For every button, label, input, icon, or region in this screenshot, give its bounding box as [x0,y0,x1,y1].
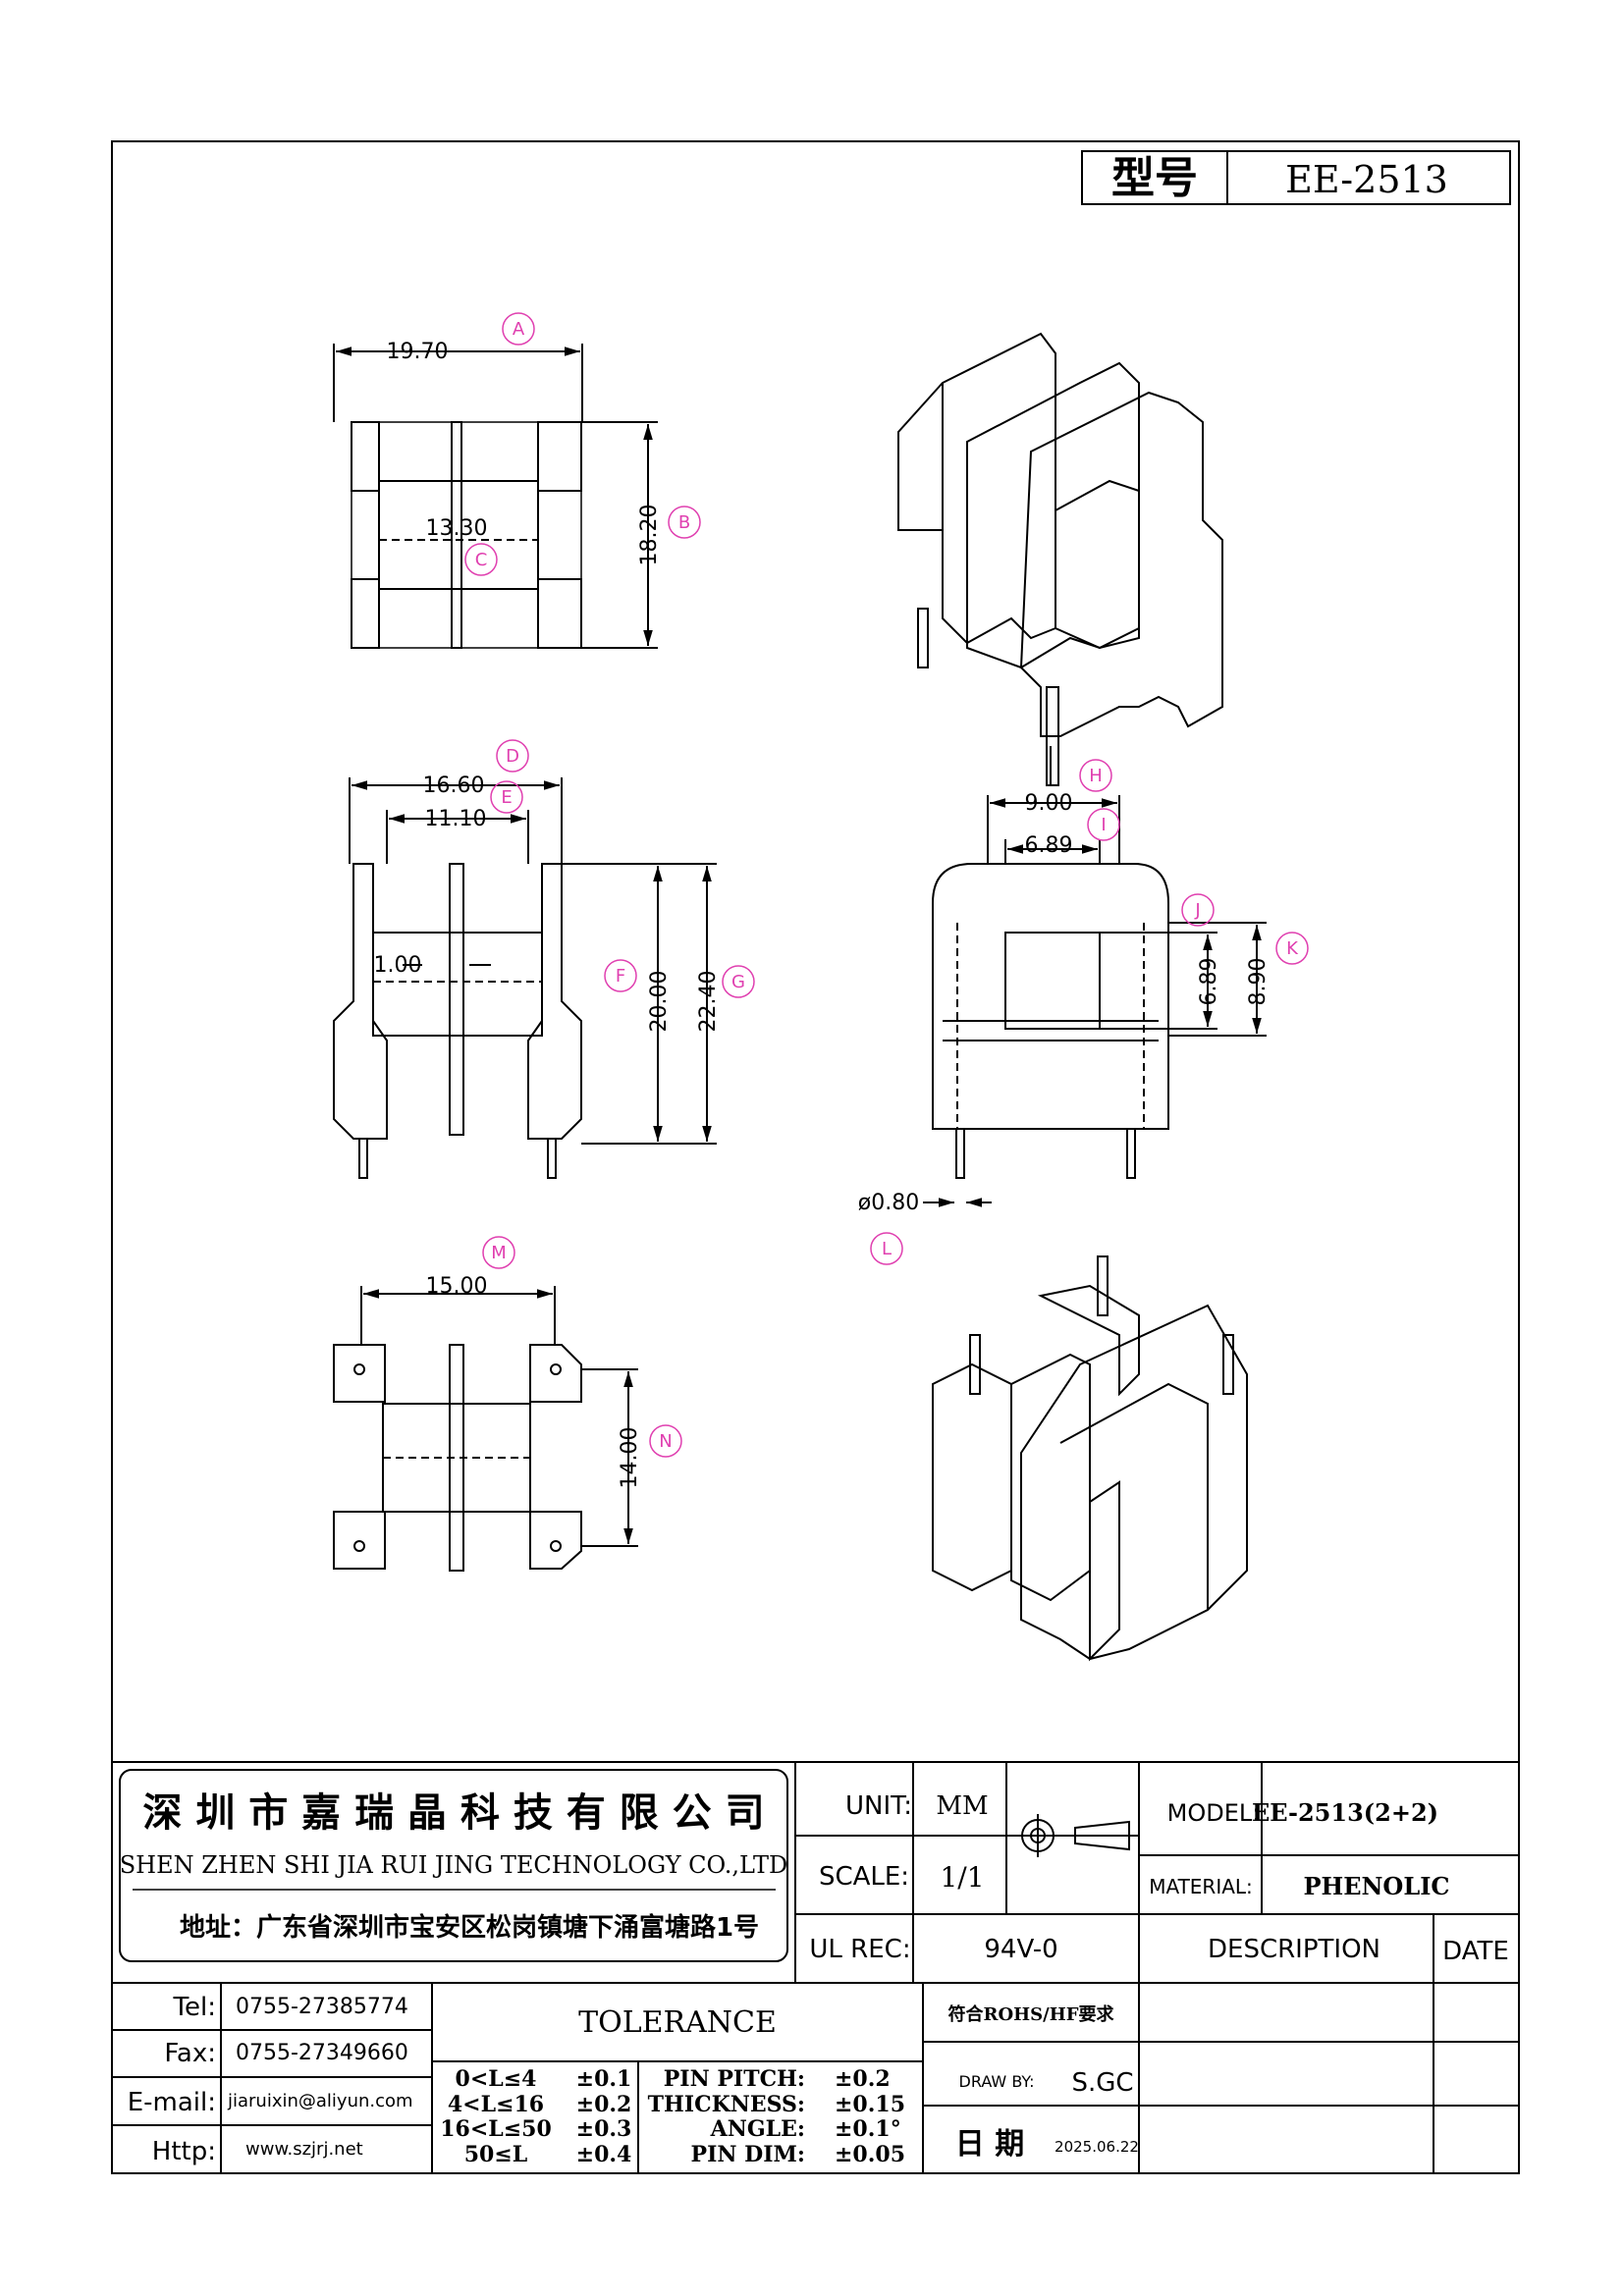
callout-K: K [1286,938,1299,959]
dim-H: 9.00 [1025,791,1073,816]
dim-J: 6.89 [1197,958,1221,1006]
tol-value-4: ±0.4 [576,2142,632,2167]
dim-B: 18.20 [637,505,662,566]
callout-M: M [491,1243,507,1263]
tol-range-2: 4<L≤16 [448,2092,544,2117]
material-label: MATERIAL: [1149,1875,1253,1898]
dimension-labels: 19.70 18.20 13.30 16.60 11.10 1.00 20.00… [374,340,1271,1488]
rohs-note: 符合ROHS/HF要求 [947,2003,1114,2025]
scale-value: 1/1 [940,1861,984,1894]
http-label: Http: [152,2137,216,2166]
title-block [112,1761,1519,2173]
side-view [923,795,1267,1207]
unit-label: UNIT: [845,1791,912,1821]
dim-C: 13.30 [426,516,488,541]
callout-J: J [1194,900,1200,921]
callouts: A B C D E F G H I J K L M N [464,312,1309,1458]
tel-label: Tel: [173,1993,216,2022]
model-value-2: EE-2513(2+2) [1252,1798,1438,1827]
email-value: jiaruixin@aliyun.com [227,2091,413,2111]
draw-by-value: S.GC [1071,2068,1133,2098]
angle-label: ANGLE: [710,2116,805,2142]
dim-I: 6.89 [1025,833,1073,858]
callout-F: F [616,966,625,987]
scale-label: SCALE: [819,1862,909,1892]
model-value: EE-2513 [1285,158,1448,201]
dim-E: 11.10 [425,807,487,831]
thickness-label: THICKNESS: [648,2092,805,2117]
callout-I: I [1101,815,1106,835]
callout-N: N [659,1431,672,1452]
angle-value: ±0.1° [835,2116,901,2142]
date-cn-label: 日 期 [955,2127,1024,2162]
model-box: 型号 EE-2513 [1081,150,1511,205]
pin-pitch-value: ±0.2 [835,2066,891,2092]
dim-D-small: 1.00 [374,953,422,978]
dim-F: 20.00 [647,971,672,1033]
isometric-view-bottom [932,1255,1248,1662]
model-label-2: MODEL: [1167,1799,1261,1827]
callout-L: L [882,1239,892,1259]
callout-E: E [501,787,512,808]
dim-D: 16.60 [423,774,485,798]
front-view [333,777,717,1179]
callout-C: C [475,550,488,570]
model-label: 型号 [1111,153,1198,203]
company-cn: 深 圳 市 嘉 瑞 晶 科 技 有 限 公 司 [142,1790,764,1836]
dim-M: 15.00 [426,1274,488,1299]
tol-value-1: ±0.1 [576,2066,632,2092]
callout-H: H [1089,766,1103,786]
tol-range-3: 16<L≤50 [440,2116,552,2142]
tolerance-label: TOLERANCE [578,2005,777,2040]
tol-range-4: 50≤L [464,2142,528,2167]
company-address: 地址：广东省深圳市宝安区松岗镇塘下涌富塘路1号 [180,1912,759,1943]
thickness-value: ±0.15 [835,2092,905,2117]
callout-G: G [731,972,745,992]
bottom-view [333,1286,638,1572]
dim-K: 8.90 [1246,958,1271,1006]
tel-value: 0755-27385774 [236,1995,408,2019]
top-view [333,344,658,649]
email-label: E-mail: [128,2088,216,2117]
pin-dim-value: ±0.05 [835,2142,905,2167]
company-en: SHEN ZHEN SHI JIA RUI JING TECHNOLOGY CO… [120,1851,788,1879]
ul-label: UL REC: [809,1935,910,1964]
date-value: 2025.06.22 [1055,2138,1139,2156]
isometric-view-top [897,332,1223,786]
draw-by-label: DRAW BY: [959,2072,1035,2091]
callout-B: B [678,512,690,533]
dim-N: 14.00 [618,1427,642,1489]
sheet-border [111,140,1520,2174]
tol-value-3: ±0.3 [576,2116,632,2142]
title-block-text: 深 圳 市 嘉 瑞 晶 科 技 有 限 公 司 SHEN ZHEN SHI JI… [120,1790,1509,2167]
tol-value-2: ±0.2 [576,2092,632,2117]
ul-value: 94V-0 [984,1935,1057,1964]
dim-A: 19.70 [387,340,449,364]
description-label: DESCRIPTION [1208,1935,1380,1964]
tol-range-1: 0<L≤4 [456,2066,537,2092]
unit-value: MM [936,1791,988,1821]
pin-pitch-label: PIN PITCH: [664,2066,805,2092]
http-value: www.szjrj.net [245,2139,363,2160]
fax-value: 0755-27349660 [236,2041,408,2065]
dim-G: 22.40 [696,971,721,1033]
callout-D: D [506,746,519,767]
callout-A: A [513,319,525,340]
material-value: PHENOLIC [1303,1872,1449,1900]
pin-dim-label: PIN DIM: [691,2142,805,2167]
dim-L: ø0.80 [858,1191,919,1215]
fax-label: Fax: [164,2039,216,2068]
date-label: DATE [1442,1937,1509,1966]
